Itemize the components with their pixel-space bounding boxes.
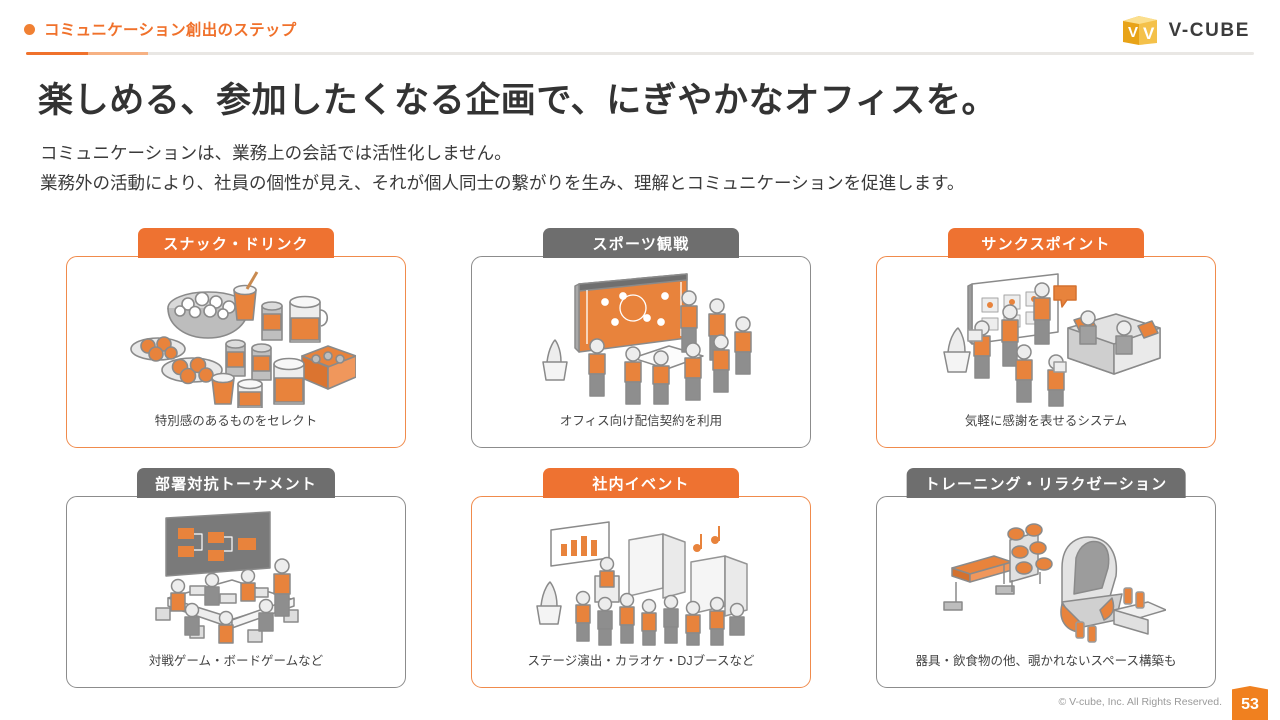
card-company-event[interactable]: 社内イベント: [471, 468, 811, 693]
kicker-label: コミュニケーション創出のステップ: [44, 22, 297, 39]
card-title-tab: サンクスポイント: [948, 228, 1144, 258]
card-caption: オフィス向け配信契約を利用: [559, 414, 723, 428]
thanks-point-board-illustration: [926, 266, 1166, 408]
brand-logo: V V V-CUBE: [1120, 14, 1250, 48]
card-body: 気軽に感謝を表せるシステム: [876, 256, 1216, 448]
card-grid: スナック・ドリンク: [0, 228, 1280, 708]
card-title-tab: トレーニング・リラクゼーション: [906, 468, 1186, 498]
card-body: 器具・飲食物の他、覗かれないスペース構築も: [876, 496, 1216, 688]
card-department-tournament[interactable]: 部署対抗トーナメント: [66, 468, 406, 693]
lead-paragraph: コミュニケーションは、業務上の会話では活性化しません。 業務外の活動により、社員…: [40, 138, 964, 198]
card-row-2: 部署対抗トーナメント: [0, 468, 1280, 708]
card-title-tab: 社内イベント: [543, 468, 739, 498]
sports-viewing-illustration: [521, 266, 761, 408]
card-caption: 対戦ゲーム・ボードゲームなど: [148, 654, 324, 668]
cube-icon: V V: [1122, 16, 1157, 45]
card-caption: 器具・飲食物の他、覗かれないスペース構築も: [915, 654, 1177, 668]
card-caption: 気軽に感謝を表せるシステム: [964, 414, 1128, 428]
svg-text:V: V: [1143, 24, 1155, 43]
company-event-illustration: [521, 506, 761, 648]
lead-line-1: コミュニケーションは、業務上の会話では活性化しません。: [40, 143, 512, 163]
card-caption: 特別感のあるものをセレクト: [154, 414, 318, 428]
snacks-and-drinks-illustration: [116, 266, 356, 408]
logo-wordmark: V-CUBE: [1168, 20, 1250, 41]
card-body: オフィス向け配信契約を利用: [471, 256, 811, 448]
card-body: 特別感のあるものをセレクト: [66, 256, 406, 448]
lead-line-2: 業務外の活動により、社員の個性が見え、それが個人同士の繋がりを生み、理解とコミュ…: [40, 173, 965, 193]
copyright-text: © V-cube, Inc. All Rights Reserved.: [1058, 696, 1222, 708]
card-snack-drink[interactable]: スナック・ドリンク: [66, 228, 406, 453]
slide-kicker: コミュニケーション創出のステップ: [24, 18, 297, 40]
card-body: 対戦ゲーム・ボードゲームなど: [66, 496, 406, 688]
card-body: ステージ演出・カラオケ・DJブースなど: [471, 496, 811, 688]
tournament-meeting-illustration: [116, 506, 356, 648]
page-number-badge: 53: [1232, 686, 1268, 720]
card-title-tab: 部署対抗トーナメント: [136, 468, 336, 498]
header-divider: [26, 52, 1254, 55]
training-relaxation-illustration: [926, 506, 1166, 648]
card-sports-viewing[interactable]: スポーツ観戦: [471, 228, 811, 453]
page-title: 楽しめる、参加したくなる企画で、にぎやかなオフィスを。: [38, 81, 998, 120]
bullet-dot-icon: [24, 23, 35, 35]
card-title-tab: スナック・ドリンク: [138, 228, 334, 258]
card-row-1: スナック・ドリンク: [0, 228, 1280, 468]
card-caption: ステージ演出・カラオケ・DJブースなど: [527, 654, 755, 668]
card-title-tab: スポーツ観戦: [543, 228, 739, 258]
card-training-relaxation[interactable]: トレーニング・リラクゼーション: [876, 468, 1216, 693]
svg-text:V: V: [1128, 24, 1138, 41]
card-thanks-point[interactable]: サンクスポイント: [876, 228, 1216, 453]
